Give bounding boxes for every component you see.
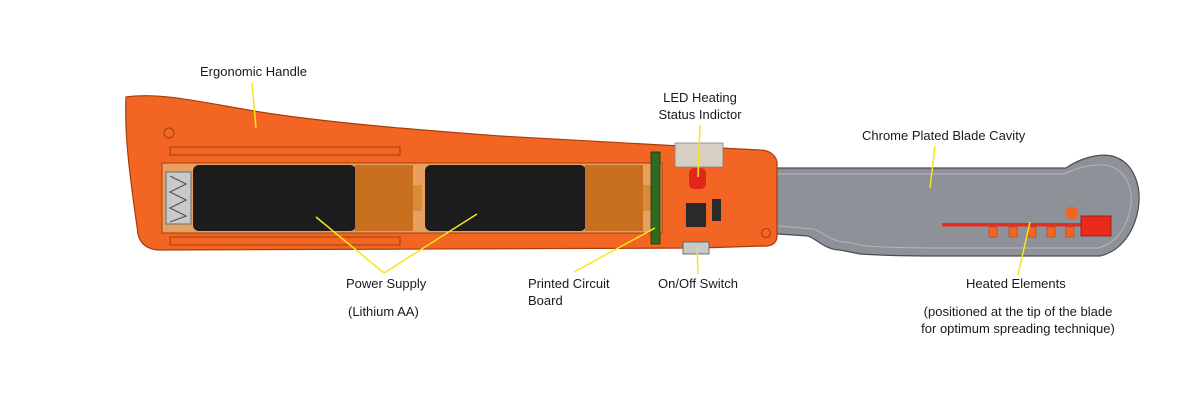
label-power-supply: Power Supply (346, 276, 427, 291)
blade-body (727, 154, 1140, 257)
heated-elements (942, 206, 1112, 238)
switch-bracket (712, 199, 721, 221)
label-ergonomic-handle: Ergonomic Handle (200, 64, 307, 79)
label-blade-cavity: Chrome Plated Blade Cavity (862, 128, 1026, 143)
callout-handle (251, 82, 257, 129)
handle-screw-hole (761, 228, 771, 238)
handle (125, 95, 778, 255)
switch-button (682, 241, 710, 255)
callout-lines (251, 82, 1031, 276)
led-light (689, 168, 706, 189)
callout-heated (1017, 221, 1031, 276)
battery-2 (425, 165, 653, 231)
label-printed-circuit-board: Printed Circuit Board (528, 275, 610, 309)
label-heated-note-line1: (positioned at the tip of the blade (923, 304, 1113, 319)
switch-body (686, 203, 706, 227)
heater-fin (1008, 226, 1018, 238)
label-on-off-switch: On/Off Switch (658, 276, 738, 291)
battery-1 (193, 165, 422, 231)
battery-2-terminal (643, 185, 653, 211)
label-lithium-aa: (Lithium AA) (348, 304, 419, 319)
label-pcb-line2: Board (528, 293, 563, 308)
label-led-line1: LED Heating (663, 90, 737, 105)
callout-blade (929, 145, 936, 189)
heater-block (1080, 215, 1112, 237)
callout-pcb (573, 227, 656, 273)
heater-fin (1046, 226, 1056, 238)
blade-inner-channel (733, 164, 1132, 249)
handle-rib-bottom (169, 236, 401, 246)
label-heated-note: (positioned at the tip of the blade for … (880, 303, 1156, 337)
label-heated-elements: Heated Elements (966, 276, 1066, 291)
label-pcb-line1: Printed Circuit (528, 276, 610, 291)
callout-power-right (383, 213, 478, 274)
label-led-indicator: LED Heating Status Indictor (620, 89, 780, 123)
battery-1-terminal (413, 185, 422, 211)
label-heated-note-line2: for optimum spreading technique) (921, 321, 1115, 336)
callout-led (697, 124, 701, 178)
heater-fin (1065, 226, 1075, 238)
heater-fin (988, 226, 998, 238)
handle-screw-hole (163, 127, 175, 139)
heater-dot (1065, 206, 1079, 220)
printed-circuit-board (650, 151, 661, 245)
switch (682, 199, 721, 255)
callout-switch (696, 246, 699, 275)
callout-power-left (315, 216, 385, 274)
handle-rib-top (169, 146, 401, 156)
battery-2-cap (585, 165, 643, 231)
battery-2-body (425, 165, 586, 231)
battery-1-body (193, 165, 356, 231)
heater-bar (942, 223, 1082, 227)
battery-1-cap (355, 165, 413, 231)
blade (727, 154, 1140, 257)
label-led-line2: Status Indictor (658, 107, 742, 122)
spring-contact (165, 171, 192, 225)
